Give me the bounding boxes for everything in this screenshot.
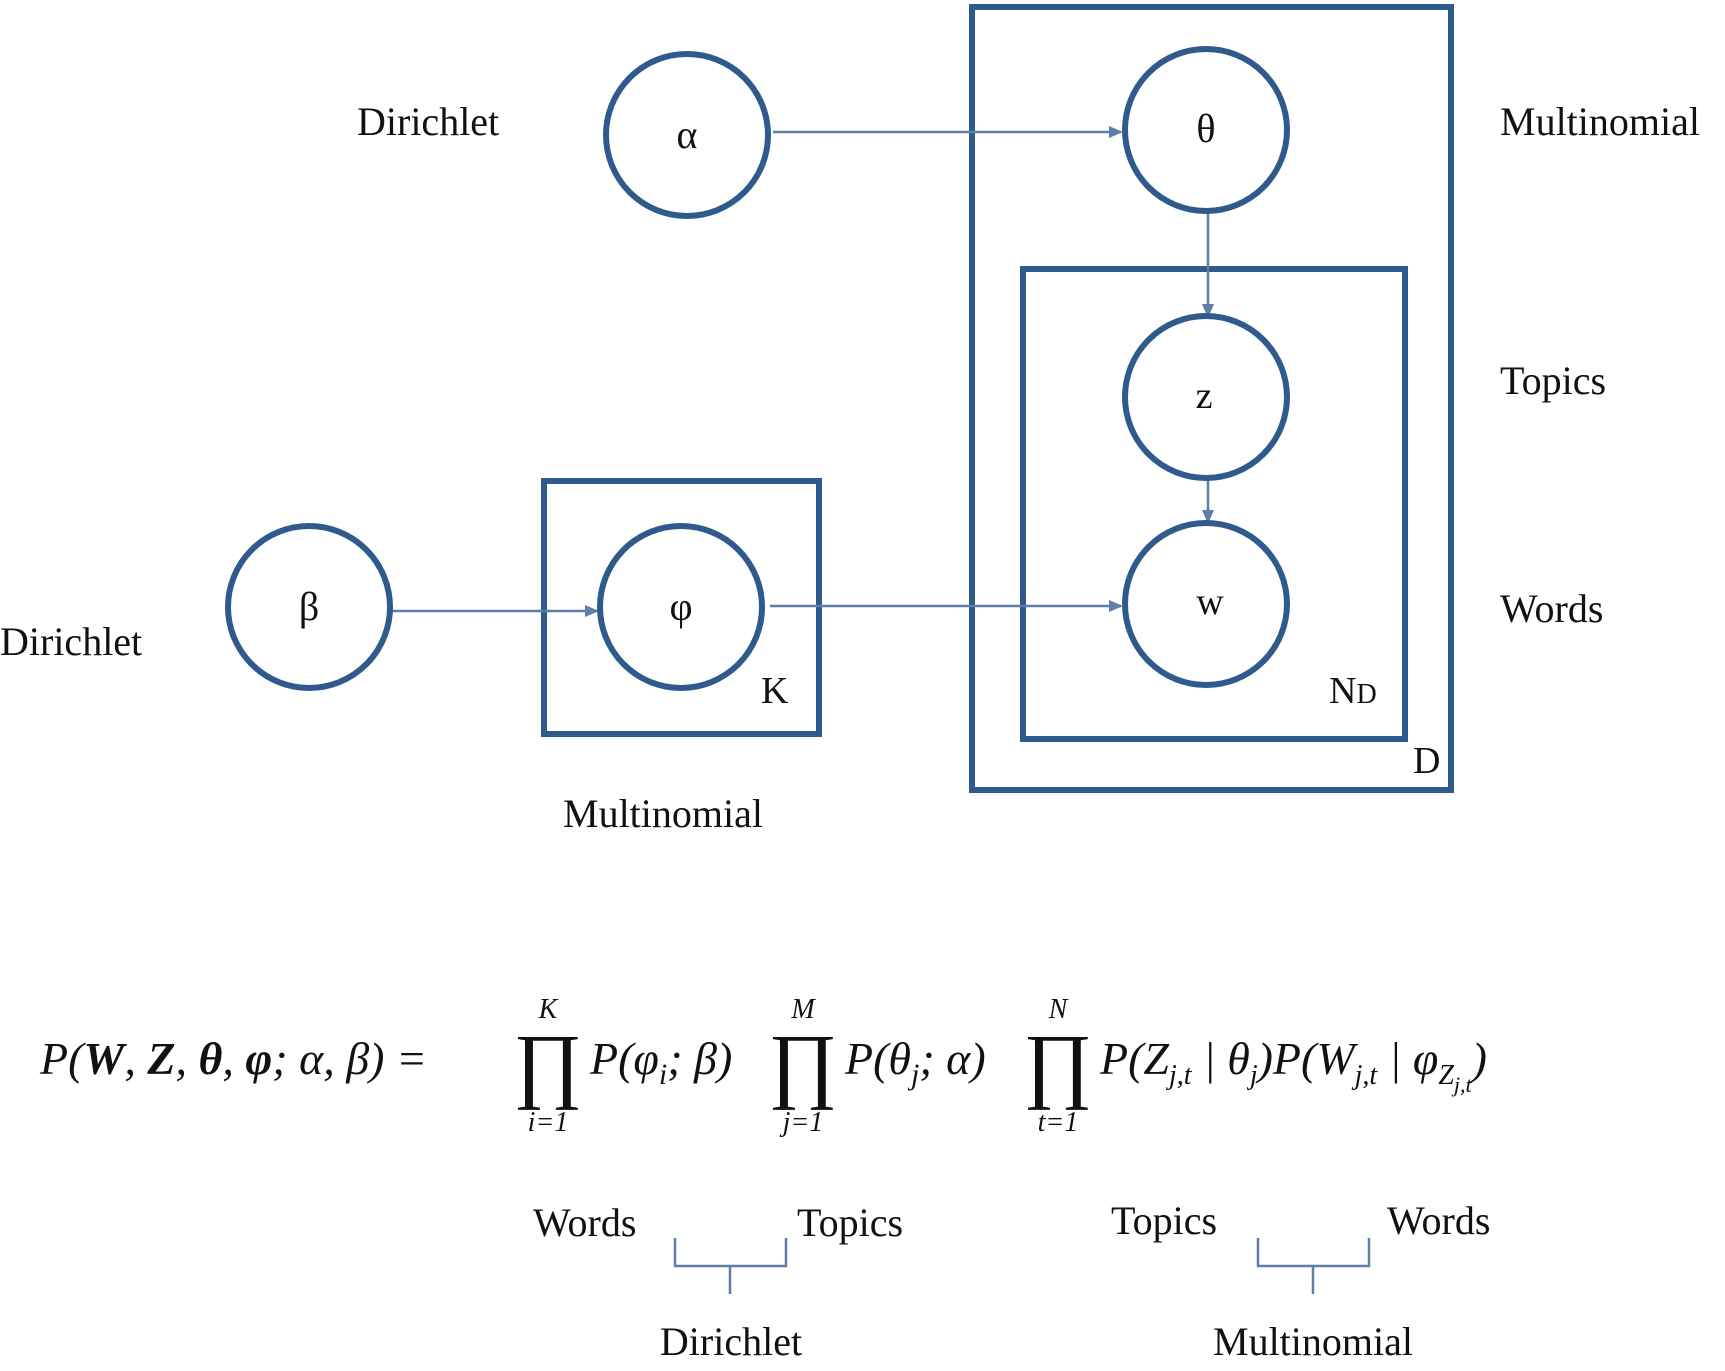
- label-dirichlet-top: Dirichlet: [357, 99, 499, 144]
- product-2-upper: M: [790, 994, 816, 1025]
- plate-d: [969, 4, 1454, 793]
- product-3-lower: t=1: [1038, 1107, 1079, 1138]
- node-z: [1122, 313, 1290, 481]
- node-alpha-label: α: [677, 112, 698, 157]
- product-2-lower: j=1: [780, 1107, 824, 1138]
- product-symbol-3: ∏: [1023, 1018, 1092, 1111]
- label-words: Words: [1500, 586, 1603, 631]
- joint-probability-equation: P(W, Z, θ, φ; α, β) = ∏ K i=1 P(φi; β) ∏…: [39, 994, 1487, 1138]
- node-z-label: z: [1196, 375, 1213, 417]
- equation-term-2: P(θj; α): [844, 1033, 986, 1091]
- plate-nd-main: N: [1329, 670, 1356, 712]
- node-w-label: w: [1196, 581, 1224, 623]
- product-1-upper: K: [538, 994, 559, 1025]
- product-symbol-2: ∏: [768, 1018, 837, 1111]
- node-phi-label: φ: [669, 584, 692, 629]
- brace-multinomial: [1256, 1238, 1371, 1294]
- bottom-words-left: Words: [533, 1200, 636, 1245]
- bottom-words-right: Words: [1387, 1198, 1490, 1243]
- product-symbol-1: ∏: [513, 1018, 582, 1111]
- plate-nd: [1020, 266, 1408, 742]
- label-multinomial-top: Multinomial: [1500, 99, 1700, 144]
- label-topics: Topics: [1500, 358, 1606, 403]
- equation-lhs: P(W, Z, θ, φ; α, β) =: [39, 1033, 427, 1084]
- plate-k-label: K: [761, 670, 789, 712]
- bottom-topics-left: Topics: [797, 1200, 903, 1245]
- node-beta: [225, 523, 393, 691]
- equation-term-3: P(Zj,t | θj)P(Wj,t | φZj,t): [1099, 1033, 1487, 1097]
- plate-nd-label: ND: [1329, 670, 1377, 712]
- label-multinomial-bottom: Multinomial: [563, 791, 763, 836]
- bottom-dirichlet: Dirichlet: [660, 1319, 802, 1364]
- brace-dirichlet: [673, 1238, 788, 1294]
- node-alpha: [603, 51, 771, 219]
- node-theta: [1122, 46, 1290, 214]
- node-w: [1122, 520, 1290, 688]
- label-dirichlet-left: Dirichlet: [0, 619, 142, 664]
- node-beta-label: β: [299, 584, 319, 629]
- equation-term-1: P(φi; β): [589, 1033, 732, 1091]
- plate-d-label: D: [1413, 740, 1440, 782]
- node-phi: [597, 523, 765, 691]
- plate-k: [541, 478, 822, 737]
- node-theta-label: θ: [1196, 106, 1215, 151]
- product-3-upper: N: [1048, 994, 1069, 1025]
- product-1-lower: i=1: [528, 1107, 569, 1138]
- bottom-topics-right: Topics: [1111, 1198, 1217, 1243]
- plate-nd-sub: D: [1356, 679, 1376, 710]
- bottom-multinomial: Multinomial: [1213, 1319, 1413, 1364]
